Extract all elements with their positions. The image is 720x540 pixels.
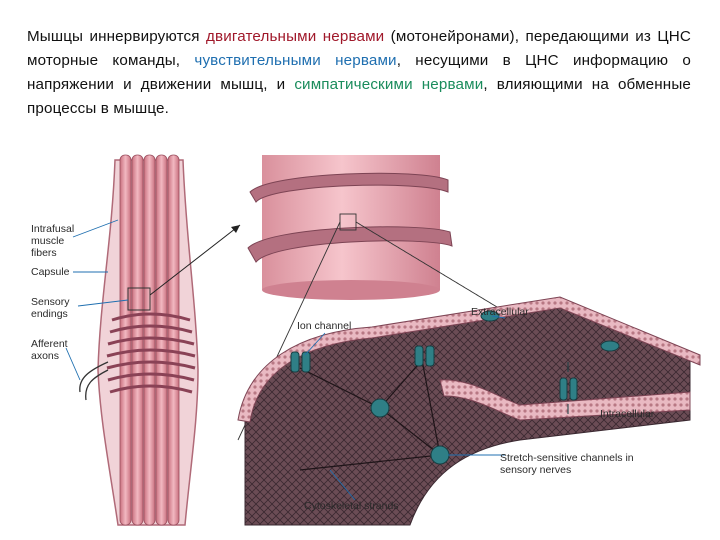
label-afferent-axons: Afferent axons	[31, 338, 75, 362]
muscle-spindle	[80, 155, 198, 525]
label-intrafusal-fibers: Intrafusal muscle fibers	[31, 223, 91, 259]
label-cytoskeletal-strands: Cytoskeletal strands	[304, 500, 399, 512]
label-sensory-endings: Sensory endings	[31, 296, 81, 320]
fiber-closeup	[248, 155, 452, 300]
label-intracellular: Intracellular	[600, 408, 654, 420]
fiber-cylinder-bottom	[262, 280, 440, 300]
label-stretch-channels: Stretch-sensitive channels in sensory ne…	[500, 452, 665, 476]
arrow-head	[231, 225, 240, 233]
label-extracellular: Extracellular	[471, 306, 529, 318]
label-capsule: Capsule	[31, 266, 70, 278]
intrafusal-fiber	[144, 155, 155, 525]
label-ion-channel: Ion channel	[297, 320, 351, 332]
